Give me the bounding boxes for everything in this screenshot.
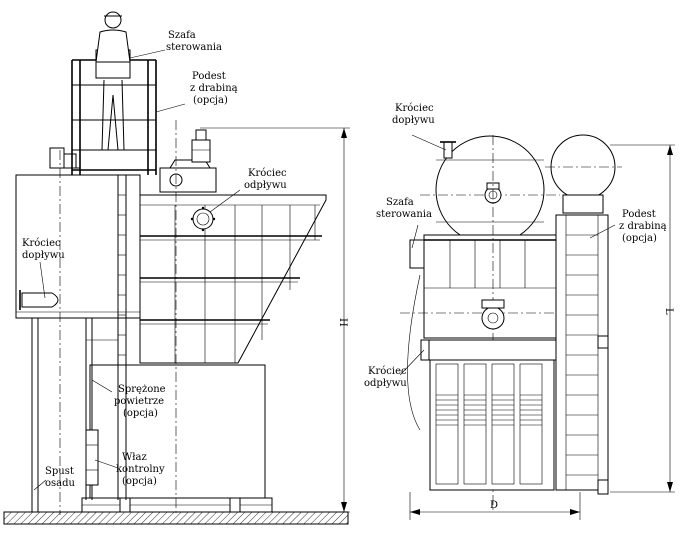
top-view: L D Króciec dopływu Szafa sterowania Pod… bbox=[364, 103, 675, 520]
dimension-d-label: D bbox=[490, 500, 498, 511]
label-sprezone-2: powietrze bbox=[114, 396, 164, 407]
side-view: H Szafa sterowania Podest z drabiną (opc… bbox=[3, 11, 350, 525]
label-r-szafa-2: sterowania bbox=[376, 209, 432, 220]
inlet-pipe bbox=[21, 292, 59, 308]
lower-tank bbox=[89, 364, 266, 499]
label-sprezone-1: Sprężone bbox=[118, 384, 166, 395]
label-r-podest-2: z drabiną bbox=[619, 221, 667, 232]
control-cabinet-top bbox=[409, 239, 425, 269]
label-r-podest-3: (opcja) bbox=[622, 233, 657, 244]
label-r-odplywu-1: Króciec bbox=[368, 366, 407, 377]
label-sprezone-3: (opcja) bbox=[123, 408, 158, 419]
label-wlaz-3: (opcja) bbox=[122, 476, 157, 487]
lamella-strips bbox=[435, 363, 543, 485]
label-r-doplywu-1: Króciec bbox=[395, 103, 434, 114]
label-podest-3: (opcja) bbox=[193, 95, 228, 106]
label-spust-2: osadu bbox=[45, 478, 76, 489]
outlet-channel bbox=[423, 339, 558, 361]
label-wlaz-1: Właz bbox=[122, 452, 147, 463]
label-podest-2: z drabiną bbox=[190, 83, 238, 94]
ladder-top-view bbox=[555, 214, 609, 495]
inspection-hatch bbox=[85, 429, 99, 486]
label-podest-1: Podest bbox=[192, 71, 226, 82]
label-doplywu-2: dopływu bbox=[22, 250, 65, 261]
hopper-tank bbox=[139, 194, 327, 364]
label-odplywu-2: odpływu bbox=[244, 180, 287, 191]
label-r-odplywu-2: odpływu bbox=[364, 378, 407, 389]
foundation-slab bbox=[3, 511, 349, 525]
label-r-podest-1: Podest bbox=[622, 209, 656, 220]
label-odplywu-1: Króciec bbox=[248, 168, 287, 179]
label-szafa-2: sterowania bbox=[166, 42, 222, 53]
label-szafa-1: Szafa bbox=[168, 30, 196, 41]
gear-drive bbox=[159, 167, 217, 193]
label-r-doplywu-2: dopływu bbox=[392, 115, 435, 126]
label-spust-1: Spust bbox=[45, 466, 74, 477]
ladder-tower bbox=[71, 59, 157, 500]
label-doplywu-1: Króciec bbox=[22, 238, 61, 249]
person-figure bbox=[95, 11, 131, 151]
dimension-l-label: L bbox=[663, 308, 674, 315]
dimension-h-label: H bbox=[337, 318, 348, 327]
label-r-szafa-1: Szafa bbox=[386, 197, 414, 208]
label-wlaz-2: kontrolny bbox=[116, 464, 165, 475]
